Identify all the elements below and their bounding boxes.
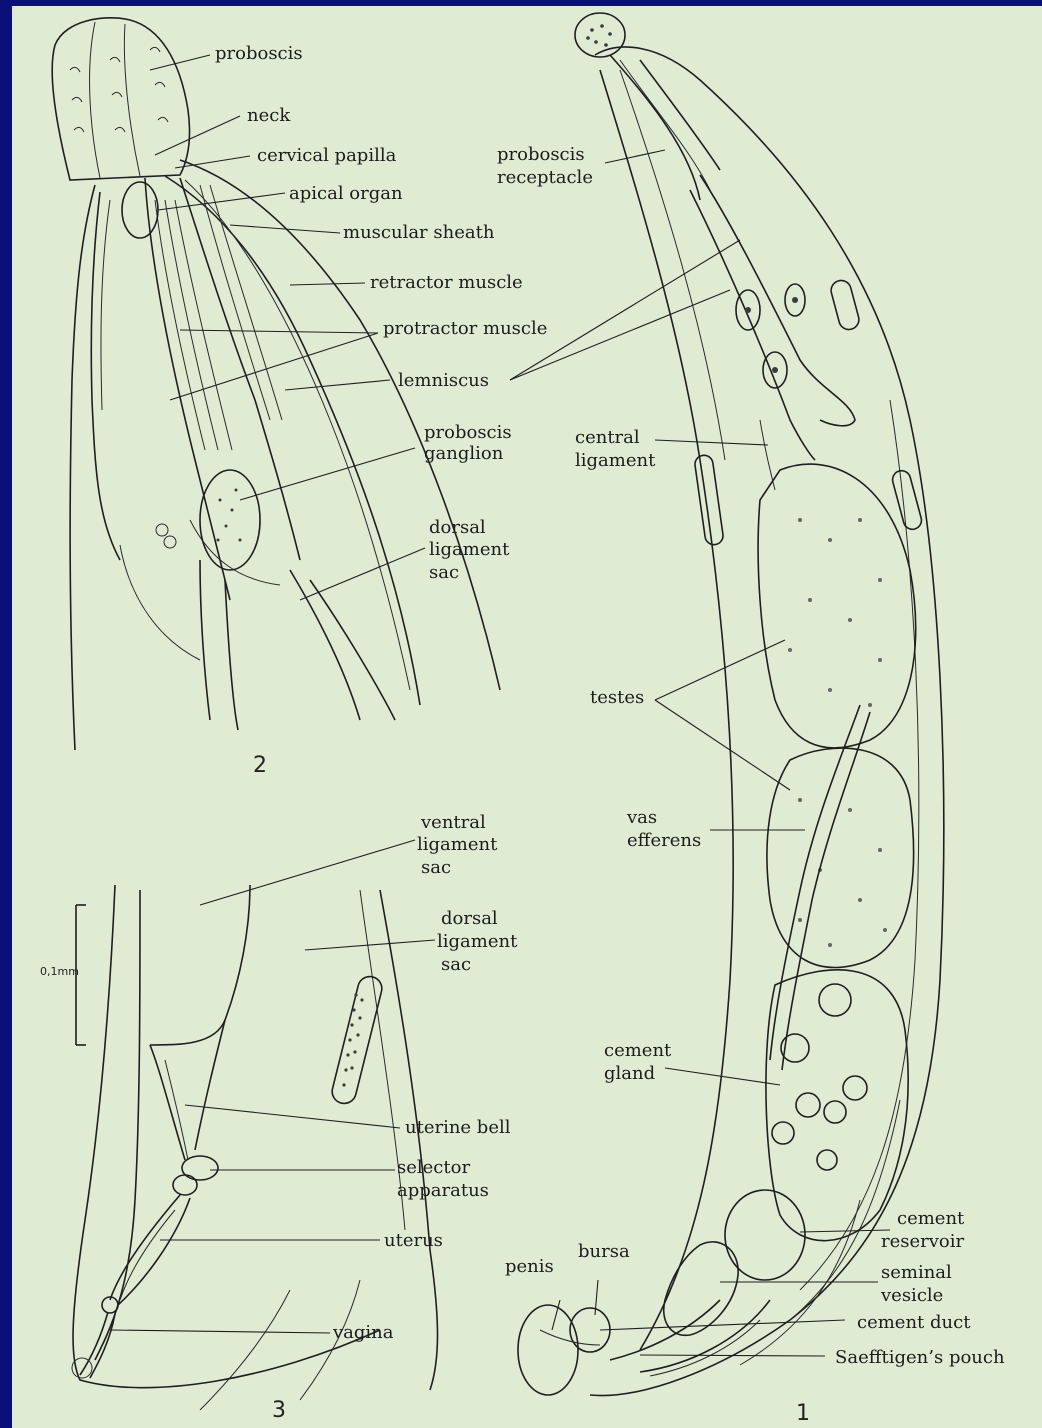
apical-organ-shape (122, 182, 158, 238)
testes-shapes (758, 464, 916, 967)
label-cement-reservoir-1: cement (897, 1208, 965, 1229)
panel-1-drawing (510, 13, 944, 1396)
panel-number-2: 2 (253, 753, 267, 778)
label-cement-duct: cement duct (857, 1312, 971, 1333)
label-proboscis-receptacle-1: proboscis (497, 144, 585, 165)
proboscis-shape (52, 18, 189, 180)
label-selector-apparatus-1: selector (397, 1157, 470, 1178)
label-vagina: vagina (332, 1322, 394, 1343)
vas-efferens (770, 705, 870, 1070)
label-cervical-papilla: cervical papilla (257, 145, 397, 166)
label-dorsal-ligament-sac-p3-2: ligament (437, 931, 518, 952)
label-testes: testes (590, 687, 644, 708)
label-cement-gland-1: cement (604, 1040, 672, 1061)
label-neck: neck (247, 105, 291, 126)
label-proboscis-receptacle-2: receptacle (497, 167, 593, 188)
panel-number-3: 3 (272, 1398, 286, 1423)
label-muscular-sheath: muscular sheath (343, 222, 495, 243)
proboscis-sheath (120, 178, 300, 660)
label-ventral-ligament-sac-3: sac (421, 857, 451, 878)
label-saefftigens-pouch: Saefftigen’s pouch (835, 1347, 1005, 1368)
label-proboscis: proboscis (215, 43, 303, 64)
label-apical-organ: apical organ (289, 183, 403, 204)
label-seminal-vesicle-2: vesicle (880, 1285, 943, 1306)
label-dorsal-ligament-sac-3: sac (429, 562, 459, 583)
label-cement-reservoir-2: reservoir (881, 1231, 965, 1252)
label-proboscis-ganglion-2: ganglion (424, 443, 504, 464)
label-ventral-ligament-sac-2: ligament (417, 834, 498, 855)
panel-number-1: 1 (796, 1401, 810, 1426)
male-body-outline (590, 47, 944, 1396)
label-cement-gland-2: gland (604, 1063, 655, 1084)
label-retractor-muscle: retractor muscle (370, 272, 523, 293)
label-bursa: bursa (578, 1241, 630, 1262)
seminal-vesicle-shape (664, 1242, 738, 1335)
panel-3-leader-lines (110, 840, 435, 1333)
label-uterus: uterus (384, 1230, 443, 1251)
label-central-ligament-2: ligament (575, 450, 656, 471)
label-dorsal-ligament-sac-2: ligament (429, 539, 510, 560)
label-penis: penis (505, 1256, 554, 1277)
label-ventral-ligament-sac-1: ventral (420, 812, 486, 833)
label-selector-apparatus-2: apparatus (397, 1180, 489, 1201)
scale-bar-label: 0,1mm (40, 965, 79, 978)
panel-1-leader-lines (510, 150, 890, 1356)
label-dorsal-ligament-sac-p3-3: sac (441, 954, 471, 975)
label-central-ligament-1: central (575, 427, 640, 448)
female-reproductive-tract (72, 885, 384, 1378)
label-vas-efferens-2: efferens (627, 830, 701, 851)
cement-reservoir-shape (725, 1190, 805, 1280)
label-lemniscus: lemniscus (398, 370, 489, 391)
label-uterine-bell: uterine bell (405, 1117, 511, 1138)
label-proboscis-ganglion-1: proboscis (424, 422, 512, 443)
label-vas-efferens-1: vas (626, 807, 657, 828)
label-protractor-muscle: protractor muscle (383, 318, 547, 339)
label-seminal-vesicle-1: seminal (881, 1262, 952, 1283)
cement-gland-shape (766, 970, 908, 1241)
ganglion-region (156, 470, 395, 730)
label-dorsal-ligament-sac-1: dorsal (429, 517, 486, 538)
label-dorsal-ligament-sac-p3-1: dorsal (441, 908, 498, 929)
